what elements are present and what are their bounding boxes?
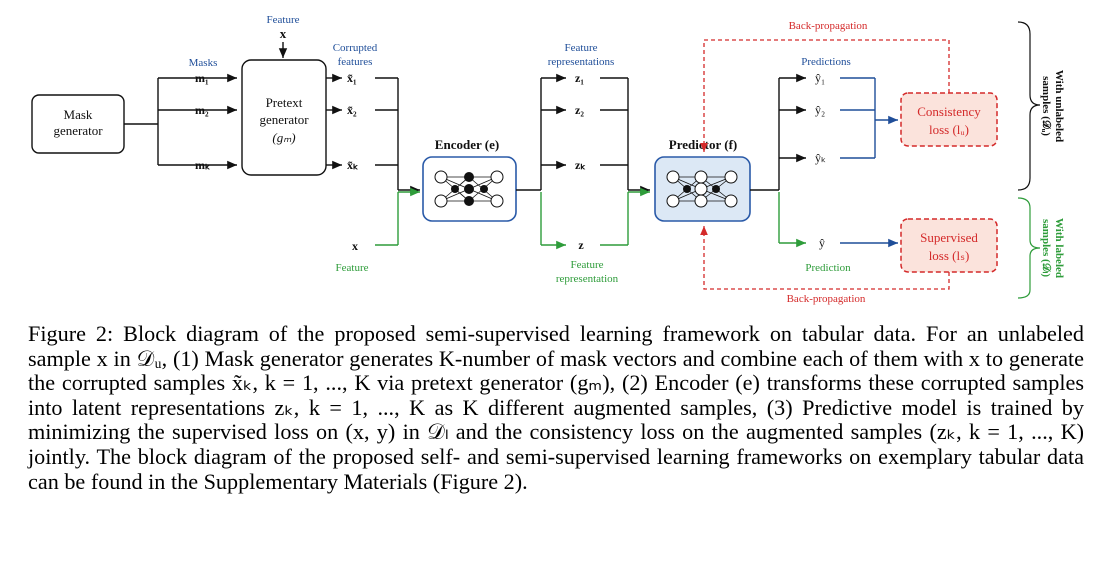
labeled-side-line1: With labeled xyxy=(1053,218,1065,278)
mask-k: mₖ xyxy=(195,158,211,172)
z-2: z₂ xyxy=(575,103,584,117)
predictions-label: Predictions xyxy=(801,56,851,68)
unlabeled-bracket xyxy=(1017,21,1041,191)
encoder-label: Encoder (e) xyxy=(435,137,499,152)
feature-representation-line2: representation xyxy=(556,273,619,285)
pretext-generator-line2: generator xyxy=(259,112,309,127)
predictor-network xyxy=(654,156,751,222)
corrupted-x2: x̃₂ xyxy=(347,103,357,117)
feature-label: Feature xyxy=(336,262,369,274)
consistency-loss-line2: loss (lᵤ) xyxy=(929,122,969,137)
mask-generator-line2: generator xyxy=(53,123,103,138)
z-1: z₁ xyxy=(575,71,584,85)
supervised-loss-line1: Supervised xyxy=(920,230,978,245)
labeled-bracket xyxy=(1017,197,1041,299)
supervised-loss-line2: loss (lₛ) xyxy=(929,248,970,263)
corrupted-x1: x̃₁ xyxy=(347,71,357,85)
feature-top-label: Feature xyxy=(267,14,300,26)
y-hat-k: ŷₖ xyxy=(815,151,826,165)
supervised-loss-box: Supervised loss (lₛ) xyxy=(900,218,998,273)
corrupted-label-line1: Corrupted xyxy=(333,42,378,54)
masks-label: Masks xyxy=(189,57,218,69)
figure-number: Figure 2: xyxy=(28,321,114,346)
y-hat-1: ŷ₁ xyxy=(815,71,825,85)
pretext-generator-line1: Pretext xyxy=(266,95,303,110)
feature-top-symbol: x xyxy=(280,26,287,41)
corrupted-xk: x̃ₖ xyxy=(347,158,359,172)
backprop-bottom-label: Back-propagation xyxy=(787,293,866,305)
mask-generator-line1: Mask xyxy=(64,107,93,122)
consistency-loss-box: Consistency loss (lᵤ) xyxy=(900,92,998,147)
pretext-generator-box: Pretext generator (gₘ) xyxy=(241,59,327,176)
z-single: z xyxy=(578,238,584,252)
y-hat: ŷ xyxy=(819,236,825,250)
mask-1: m₁ xyxy=(195,71,209,85)
feature-repr-label-line1: Feature xyxy=(565,42,598,54)
caption-text: Block diagram of the proposed semi-super… xyxy=(28,321,1085,494)
y-hat-2: ŷ₂ xyxy=(815,103,825,117)
consistency-loss-line1: Consistency xyxy=(917,104,981,119)
predictor-label: Predictor (f) xyxy=(669,137,737,152)
feature-representation-line1: Feature xyxy=(571,259,604,271)
encoder-network xyxy=(422,156,517,222)
prediction-label: Prediction xyxy=(805,262,851,274)
feature-x-symbol: x xyxy=(352,239,358,253)
z-k: zₖ xyxy=(575,158,586,172)
pretext-generator-line3: (gₘ) xyxy=(272,130,295,145)
framework-diagram: Mask generator Masks m₁ m₂ mₖ Feature x … xyxy=(31,14,1065,305)
unlabeled-side-line2: samples (𝒟ᵤ) xyxy=(1040,76,1053,136)
mask-2: m₂ xyxy=(195,103,209,117)
unlabeled-side-line1: With unlabeled xyxy=(1053,70,1065,142)
feature-repr-label-line2: representations xyxy=(548,56,615,68)
figure-caption: Figure 2: Block diagram of the proposed … xyxy=(28,321,1085,494)
mask-generator-box: Mask generator xyxy=(31,94,125,154)
labeled-side-line2: samples (𝒟ₗ) xyxy=(1040,219,1053,277)
corrupted-label-line2: features xyxy=(338,56,373,68)
backprop-top-label: Back-propagation xyxy=(789,20,868,32)
